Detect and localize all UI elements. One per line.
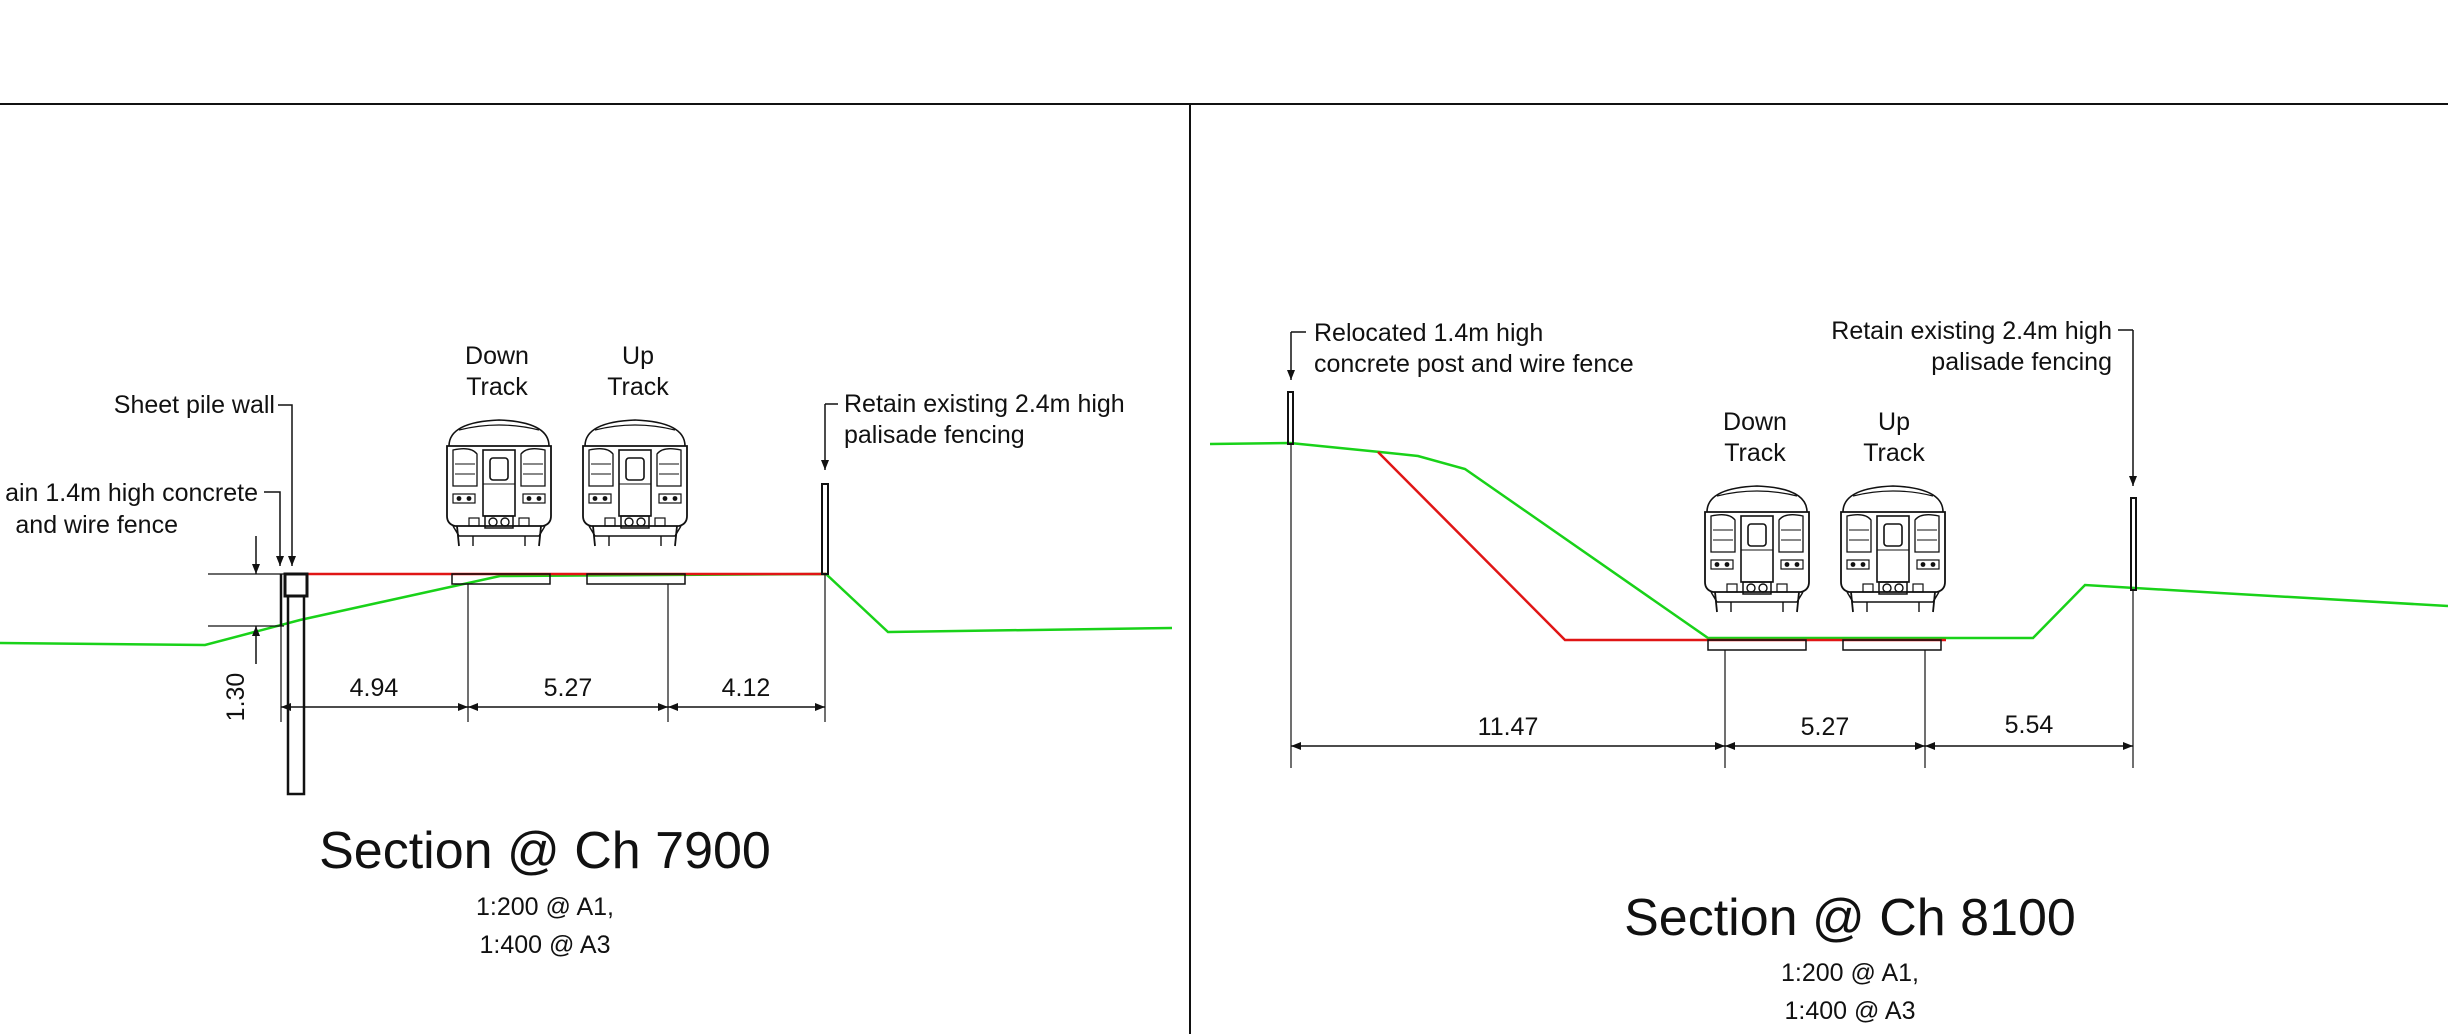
dimension-label-1: 4.94 xyxy=(350,674,399,702)
section-ch-7900: Retain existing 2.4m high palisade fenci… xyxy=(0,342,1173,959)
up-track-label-line2: Track xyxy=(1863,439,1925,467)
section-ch-8100: Relocated 1.4m high concrete post and wi… xyxy=(1209,317,2448,1025)
existing-ground-line xyxy=(0,572,1173,647)
sheet-pile-cap xyxy=(283,572,309,598)
up-track-sleeper xyxy=(586,573,686,585)
sheet-pile-leader xyxy=(278,404,296,566)
down-track-label-line1: Down xyxy=(465,342,529,370)
up-track-label-line1: Up xyxy=(622,342,654,370)
scale-a3-label: 1:400 @ A3 xyxy=(1784,997,1915,1025)
palisade-label-line1: Retain existing 2.4m high xyxy=(844,390,1125,418)
up-track-sleeper xyxy=(1842,639,1942,651)
section-title: Section @ Ch 7900 xyxy=(319,822,771,880)
palisade-label-line1: Retain existing 2.4m high xyxy=(1831,317,2112,345)
down-track-label-line1: Down xyxy=(1723,408,1787,436)
dimension-label-1: 11.47 xyxy=(1478,713,1539,741)
scale-a3-label: 1:400 @ A3 xyxy=(479,931,610,959)
sheet-pile-label: Sheet pile wall xyxy=(114,391,275,419)
down-track-label-line2: Track xyxy=(466,373,528,401)
relocated-fence-label-line2: concrete post and wire fence xyxy=(1314,350,1634,378)
down-track-label-line2: Track xyxy=(1724,439,1786,467)
left-fence-label-line2: and wire fence xyxy=(15,511,178,539)
palisade-fence xyxy=(821,483,829,575)
palisade-label-line2: palisade fencing xyxy=(844,421,1025,449)
dimension-label-2: 5.27 xyxy=(544,674,593,702)
left-fence-leader xyxy=(264,491,284,566)
scale-a1-label: 1:200 @ A1, xyxy=(1781,959,1919,987)
relocated-fence-post xyxy=(1287,391,1294,445)
down-track-train-icon xyxy=(1704,485,1810,613)
down-track-sleeper xyxy=(451,573,551,585)
up-track-train-icon xyxy=(1840,485,1946,613)
vertical-dimension-label: 1.30 xyxy=(222,673,250,722)
sheet-pile-wall xyxy=(286,594,306,796)
dimension-label-2: 5.27 xyxy=(1801,713,1850,741)
up-track-label-line2: Track xyxy=(607,373,669,401)
scale-a1-label: 1:200 @ A1, xyxy=(476,893,614,921)
dimension-label-3: 5.54 xyxy=(2005,711,2054,739)
palisade-label-line2: palisade fencing xyxy=(1931,348,2112,376)
section-title: Section @ Ch 8100 xyxy=(1624,889,2076,947)
dimension-label-3: 4.12 xyxy=(722,674,771,702)
down-track-sleeper xyxy=(1707,639,1807,651)
down-track-train-icon xyxy=(446,419,552,547)
existing-ground-line xyxy=(1209,441,2448,640)
palisade-fence xyxy=(2130,497,2137,591)
proposed-formation-line xyxy=(1377,451,1946,642)
left-fence-label-line1: ain 1.4m high concrete xyxy=(5,479,258,507)
relocated-fence-label-line1: Relocated 1.4m high xyxy=(1314,319,1543,347)
up-track-label-line1: Up xyxy=(1878,408,1910,436)
up-track-train-icon xyxy=(582,419,688,547)
